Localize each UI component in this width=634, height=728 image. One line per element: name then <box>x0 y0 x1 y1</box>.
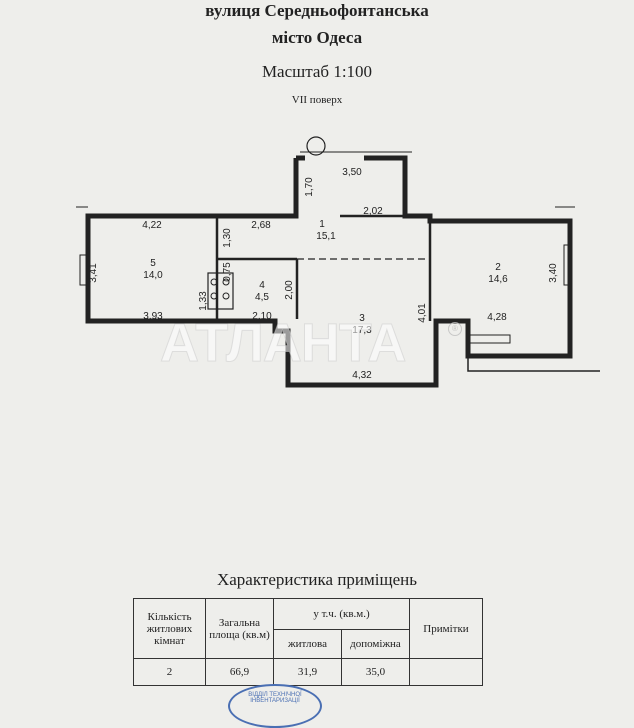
dimension: 3,93 <box>143 311 163 322</box>
stamp-text: ВІДДІЛ ТЕХНІЧНОЇ ІНВЕНТАРИЗАЦІЇ <box>248 692 302 704</box>
header-including: у т.ч. (кв.м.) <box>273 598 410 630</box>
city-heading: місто Одеса <box>271 28 363 47</box>
street-heading: вулиця Середньофонтанська <box>205 1 429 20</box>
room-number: 3 <box>359 313 365 324</box>
dimension: 1,33 <box>198 291 209 311</box>
dimension: 1,30 <box>222 228 233 248</box>
official-stamp: ВІДДІЛ ТЕХНІЧНОЇ ІНВЕНТАРИЗАЦІЇ <box>228 684 322 728</box>
dimension: 0,75 <box>222 262 233 282</box>
dimension: 3,41 <box>88 263 99 283</box>
dimension: 2,02 <box>363 206 383 217</box>
room-area: 4,5 <box>255 292 269 303</box>
table-row: 2 66,9 31,9 35,0 <box>133 658 483 686</box>
registered-mark: ® <box>448 322 462 336</box>
dimension: 2,10 <box>252 311 272 322</box>
scale-label: Масштаб 1:100 <box>261 62 373 81</box>
room-area: 14,6 <box>488 274 508 285</box>
document-page: вулиця Середньофонтанська місто Одеса Ма… <box>76 1 600 728</box>
dimension: 3,50 <box>342 167 362 178</box>
header-auxiliary: допоміжна <box>341 629 410 659</box>
header-notes: Примітки <box>409 598 483 659</box>
room-labels: 1 15,1 2 14,6 3 17,3 4 4,5 5 14,0 <box>143 219 508 336</box>
cell-auxiliary: 35,0 <box>341 658 410 686</box>
room-number: 1 <box>319 219 325 230</box>
dimension: 4,22 <box>142 220 162 231</box>
room-area: 17,3 <box>352 325 372 336</box>
room-number: 2 <box>495 262 501 273</box>
room-area: 14,0 <box>143 270 163 281</box>
dimension: 4,01 <box>417 303 428 323</box>
floor-plan: 1 15,1 2 14,6 3 17,3 4 4,5 5 14,0 3,50 1… <box>76 136 600 388</box>
header-total-area: Загальна площа (кв.м) <box>205 598 274 659</box>
characteristics-title: Характеристика приміщень <box>216 570 417 589</box>
dimension: 4,32 <box>352 370 372 381</box>
cell-rooms-count: 2 <box>133 658 206 686</box>
characteristics-table: Кількість житлових кімнат Загальна площа… <box>133 598 483 686</box>
dimension-labels: 3,50 1,70 2,02 4,22 2,68 1,30 3,41 0,75 … <box>88 167 559 381</box>
dimension: 2,00 <box>284 280 295 300</box>
dimension: 4,28 <box>487 312 507 323</box>
watermark-logo: АТЛАНТА <box>160 313 407 374</box>
room-area: 15,1 <box>316 231 336 242</box>
floor-label: VII поверх <box>291 94 343 106</box>
cell-total-area: 66,9 <box>205 658 274 686</box>
header-living: житлова <box>273 629 342 659</box>
dimension: 1,70 <box>304 177 315 197</box>
room-number: 5 <box>150 258 156 269</box>
cell-living: 31,9 <box>273 658 342 686</box>
dimension: 3,40 <box>548 263 559 283</box>
plan-walls <box>76 136 600 388</box>
cell-notes <box>409 658 483 686</box>
dimension: 2,68 <box>251 220 271 231</box>
header-rooms-count: Кількість житлових кімнат <box>133 598 206 659</box>
room-number: 4 <box>259 280 265 291</box>
